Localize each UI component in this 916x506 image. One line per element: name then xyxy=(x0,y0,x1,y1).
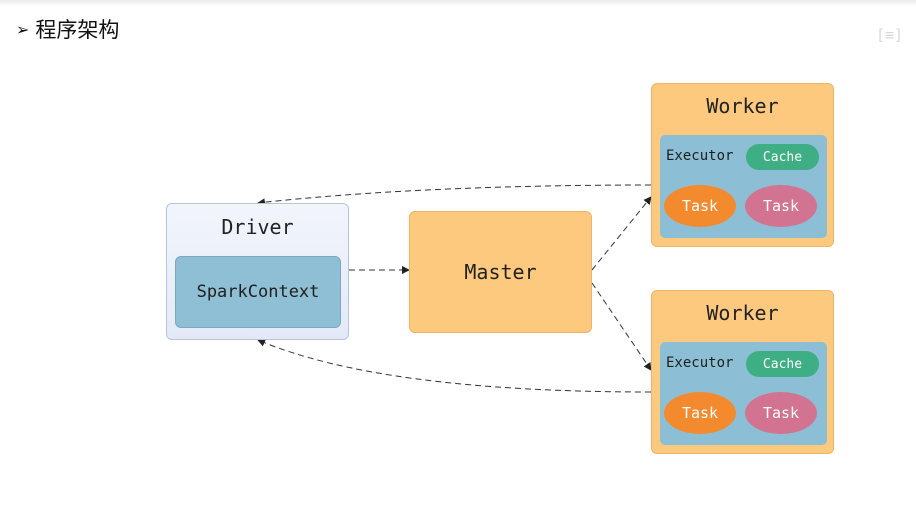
slide-heading: ➢ 程序架构 xyxy=(16,14,119,44)
arrow-bullet-icon: ➢ xyxy=(16,19,30,39)
master-box: Master xyxy=(409,211,592,333)
arrow-worker1-to-driver xyxy=(257,184,652,207)
cache-pill: Cache xyxy=(746,351,819,377)
sparkcontext-box: SparkContext xyxy=(175,256,341,328)
driver-label: Driver xyxy=(221,215,294,239)
executor-label: Executor xyxy=(666,355,734,371)
task-node: Task xyxy=(745,392,817,434)
worker-box: Worker Executor Cache Task Task xyxy=(651,290,834,454)
cache-pill: Cache xyxy=(746,144,819,170)
task-node: Task xyxy=(664,392,736,434)
arrow-master-to-worker2 xyxy=(591,282,652,371)
top-shadow-bar xyxy=(0,0,916,6)
worker-label: Worker xyxy=(706,301,779,325)
fullscreen-icon[interactable]: [≡] xyxy=(876,26,904,44)
arrow-worker2-to-driver xyxy=(257,339,652,393)
task-node: Task xyxy=(664,185,736,227)
worker-label: Worker xyxy=(706,94,779,118)
executor-box: Executor Cache Task Task xyxy=(660,342,827,445)
worker-box: Worker Executor Cache Task Task xyxy=(651,83,834,247)
arrow-master-to-worker1 xyxy=(591,196,652,271)
executor-label: Executor xyxy=(666,148,734,164)
executor-box: Executor Cache Task Task xyxy=(660,135,827,238)
slide-title: 程序架构 xyxy=(35,18,120,42)
task-node: Task xyxy=(745,185,817,227)
